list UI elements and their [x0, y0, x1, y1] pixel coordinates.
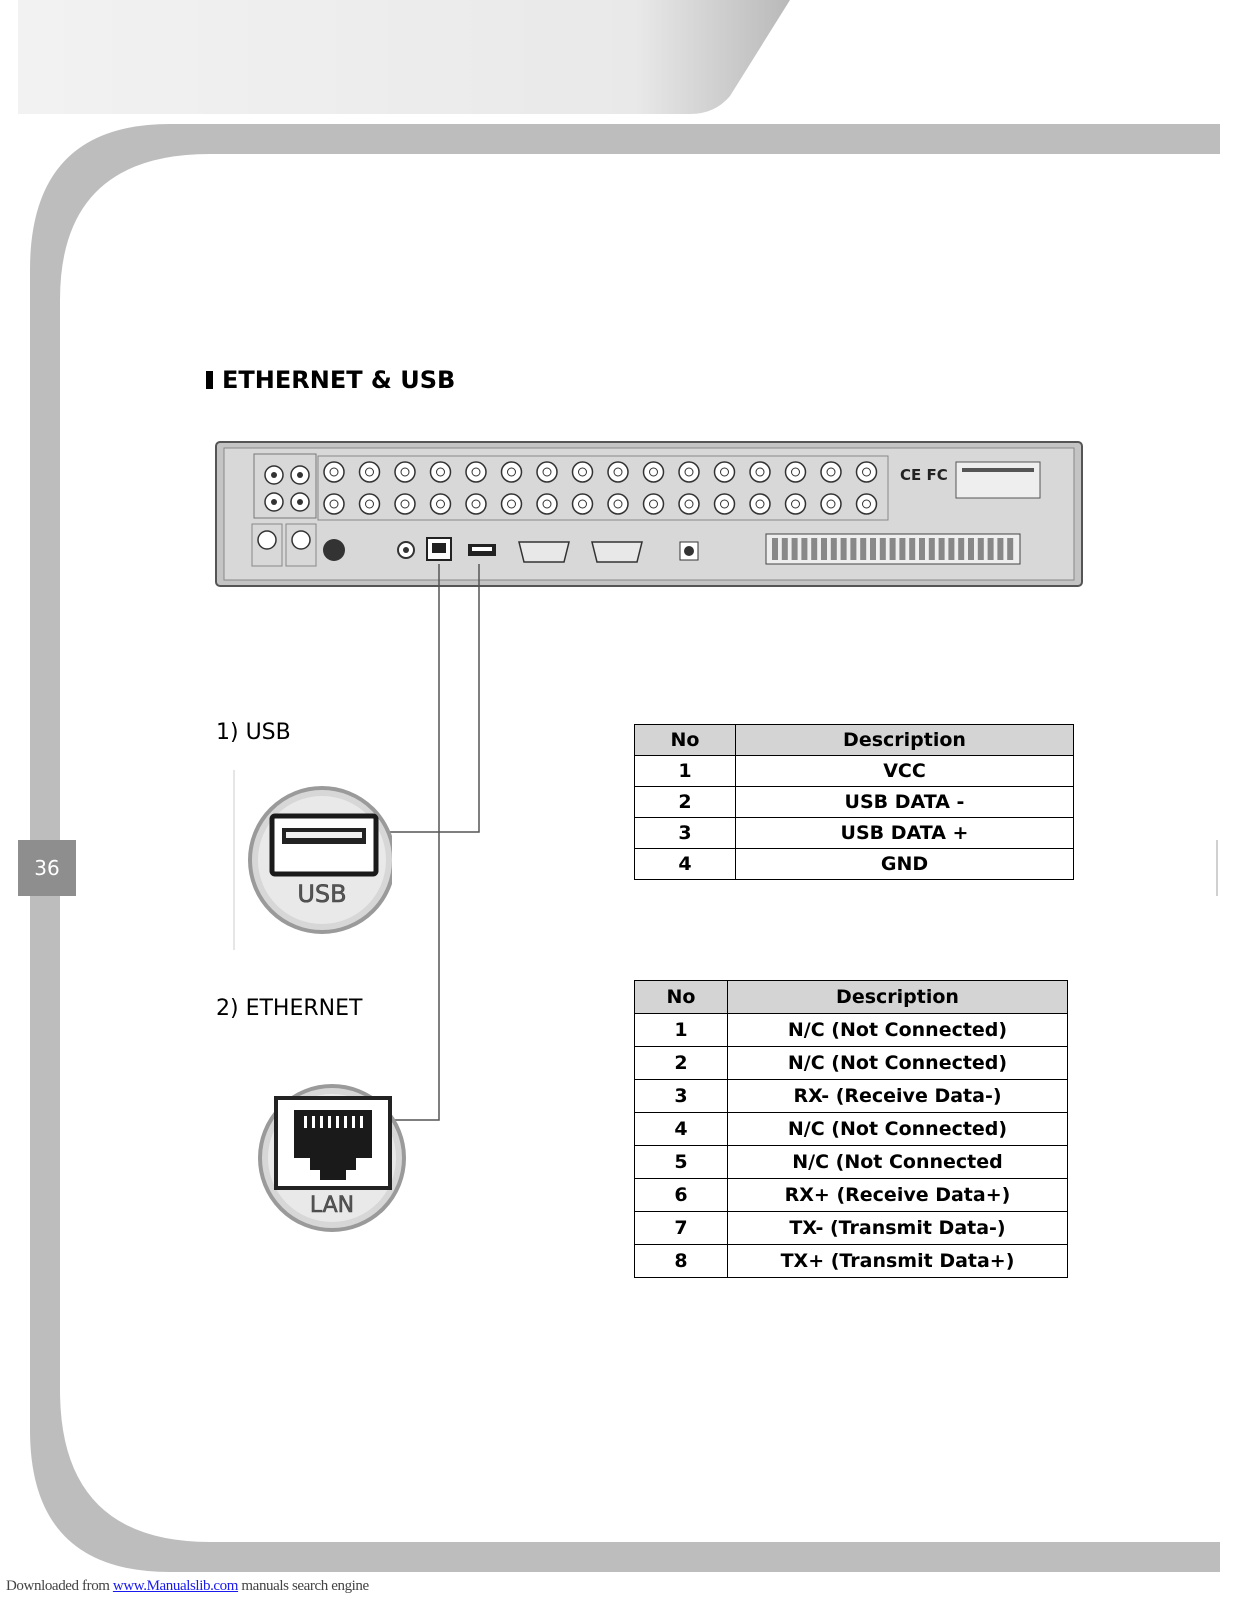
pin-description-cell: USB DATA - [735, 786, 1074, 818]
manualslib-link[interactable]: www.Manualslib.com [112, 1578, 239, 1594]
pin-description-cell: VCC [735, 755, 1074, 787]
pin-number-cell: 1 [634, 1013, 728, 1047]
pin-description-cell: TX- (Transmit Data-) [727, 1211, 1068, 1245]
pin-number-cell: 2 [634, 1046, 728, 1080]
pin-number-cell: 3 [634, 1079, 728, 1113]
pin-description-cell: RX+ (Receive Data+) [727, 1178, 1068, 1212]
bnc-connector [465, 493, 487, 515]
pin-description-cell: TX+ (Transmit Data+) [727, 1244, 1068, 1278]
terminal-block [772, 538, 1014, 560]
bnc-connector [394, 461, 416, 483]
bnc-connector [642, 493, 665, 515]
lan-connector-label: LAN [310, 1193, 354, 1218]
section-title-text: ETHERNET & USB [222, 366, 456, 394]
pin-number-cell: 1 [634, 755, 736, 787]
section-title: ETHERNET & USB [206, 366, 455, 394]
page-number: 36 [18, 840, 76, 896]
pin-description-cell: N/C (Not Connected [727, 1145, 1068, 1179]
footer-prefix: Downloaded from [6, 1578, 113, 1594]
pin-number-cell: 3 [634, 817, 736, 849]
usb-connector-illustration: USB [233, 770, 392, 950]
bnc-connector [358, 493, 381, 515]
bnc-connector [820, 461, 842, 483]
pin-description-cell: RX- (Receive Data-) [727, 1079, 1068, 1113]
pin-number-cell: 4 [634, 848, 736, 880]
footer-suffix: manuals search engine [238, 1578, 369, 1594]
column-header-no: No [634, 724, 736, 756]
bnc-connector [465, 461, 487, 483]
pin-number-cell: 6 [634, 1178, 728, 1212]
bnc-connector [855, 493, 878, 515]
bnc-connector [820, 493, 842, 515]
pin-number-cell: 5 [634, 1145, 728, 1179]
bnc-connector [678, 461, 700, 483]
bnc-connector [323, 493, 345, 515]
column-header-description: Description [735, 724, 1074, 756]
ethernet-heading: 2) ETHERNET [216, 996, 363, 1021]
pin-description-cell: N/C (Not Connected) [727, 1112, 1068, 1146]
lan-connector-illustration: LAN [258, 1084, 406, 1232]
pin-description-cell: N/C (Not Connected) [727, 1046, 1068, 1080]
usb-connector-label: USB [297, 880, 346, 908]
bnc-connector [607, 461, 629, 483]
bnc-connector [500, 461, 523, 483]
footer: Downloaded from www.Manualslib.com manua… [6, 1578, 369, 1595]
bnc-connector [784, 461, 807, 483]
bnc-connector [571, 461, 594, 483]
column-header-description: Description [727, 980, 1068, 1014]
pin-description-cell: USB DATA + [735, 817, 1074, 849]
column-header-no: No [634, 980, 728, 1014]
table-header-row: No Description [634, 724, 1074, 756]
usb-heading: 1) USB [216, 720, 291, 745]
bnc-connector [536, 493, 558, 515]
bnc-connector [713, 461, 736, 483]
bnc-connector [536, 461, 558, 483]
bnc-connector [358, 461, 381, 483]
pin-number-cell: 4 [634, 1112, 728, 1146]
pin-number-cell: 8 [634, 1244, 728, 1278]
title-bullet [206, 371, 213, 389]
bnc-connector [784, 493, 807, 515]
video-input-bnc-connectors [323, 461, 878, 515]
dvr-rear-panel: CE FC [215, 441, 1083, 587]
cert-marks: CE FC [900, 466, 948, 484]
bnc-connector [678, 493, 700, 515]
pin-description-cell: N/C (Not Connected) [727, 1013, 1068, 1047]
bnc-connector [394, 493, 416, 515]
pin-description-cell: GND [735, 848, 1074, 880]
connector-lines [388, 564, 480, 1121]
bnc-connector [323, 461, 345, 483]
bnc-connector [429, 461, 452, 483]
bnc-connector [749, 461, 771, 483]
bnc-connector [500, 493, 523, 515]
bnc-connector [713, 493, 736, 515]
bnc-connector [642, 461, 665, 483]
table-header-row: No Description [634, 980, 1068, 1014]
bnc-connector [429, 493, 452, 515]
bnc-connector [855, 461, 878, 483]
bnc-connector [607, 493, 629, 515]
bnc-connector [571, 493, 594, 515]
bnc-connector [749, 493, 771, 515]
pin-number-cell: 2 [634, 786, 736, 818]
pin-number-cell: 7 [634, 1211, 728, 1245]
